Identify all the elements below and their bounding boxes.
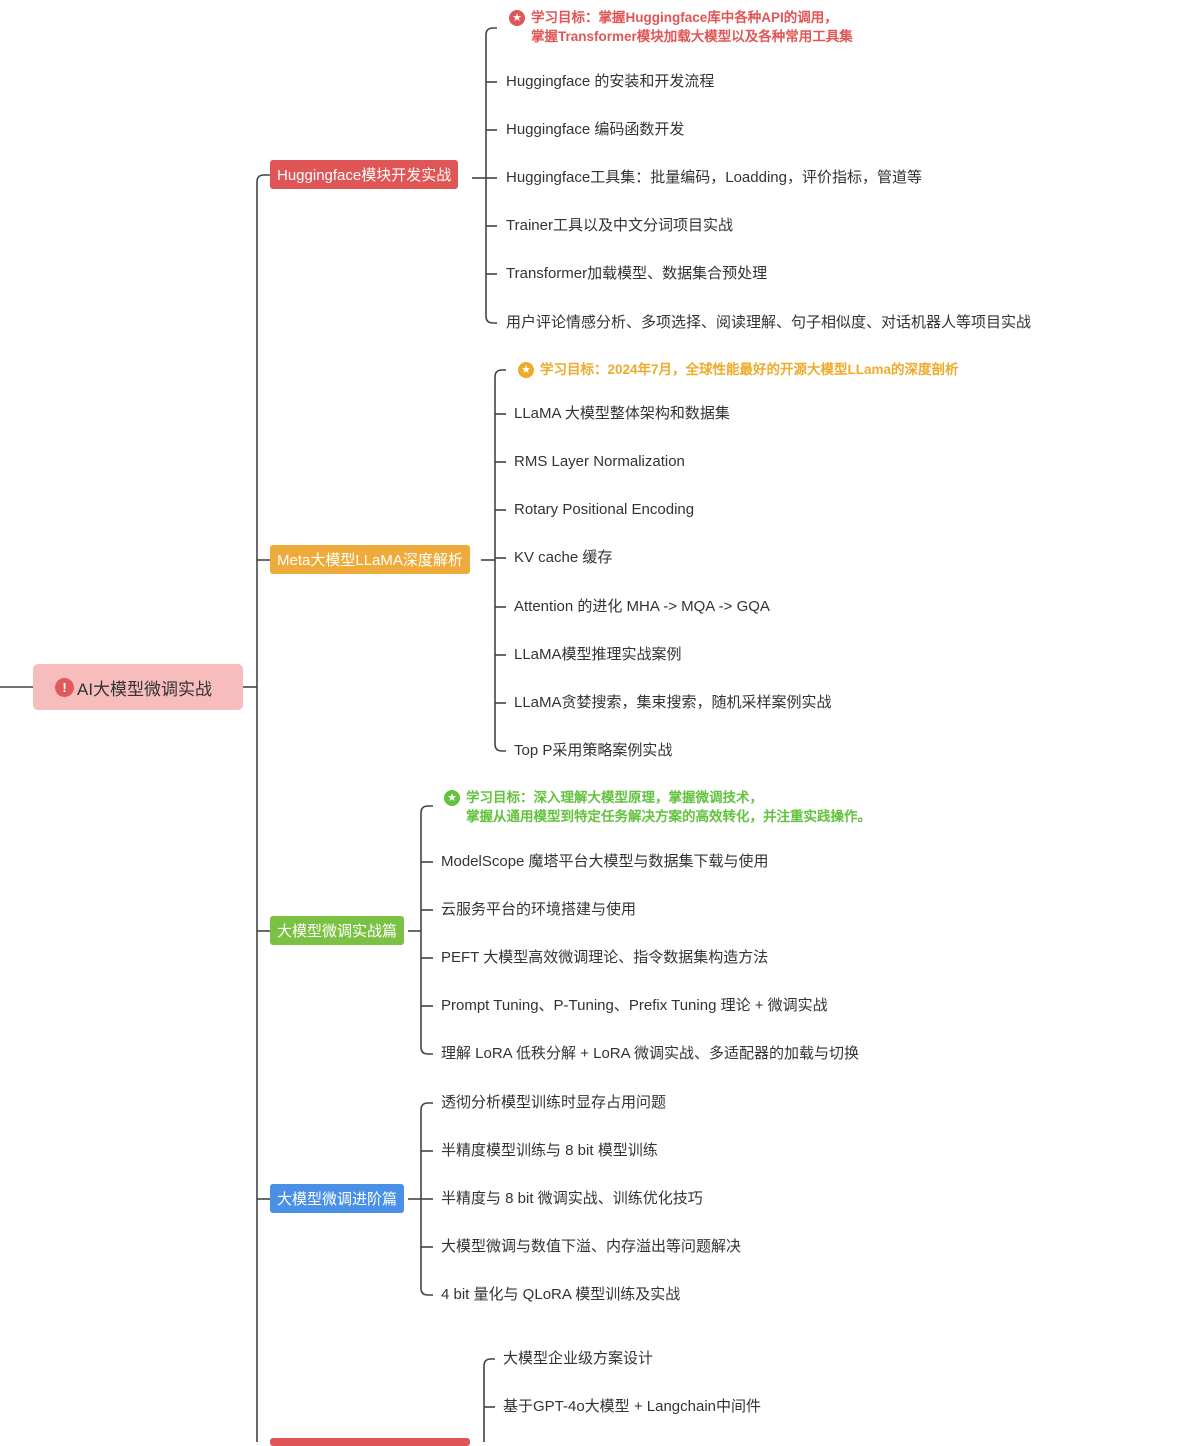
topic-item[interactable]: Rotary Positional Encoding bbox=[514, 501, 695, 518]
topic-item[interactable]: 理解 LoRA 低秩分解 + LoRA 微调实战、多适配器的加载与切换 bbox=[441, 1045, 859, 1062]
star-badge-icon: ★ bbox=[518, 362, 534, 378]
learning-goal-line: 掌握Transformer模块加载大模型以及各种常用工具集 bbox=[531, 29, 853, 44]
connector-line bbox=[420, 805, 433, 1055]
branch-node-label: 大模型微调实战篇 bbox=[277, 923, 398, 940]
topic-item[interactable]: Huggingface 的安装和开发流程 bbox=[506, 73, 715, 90]
topic-item[interactable]: 4 bit 量化与 QLoRA 模型训练及实战 bbox=[441, 1286, 681, 1303]
branch-node-huggingface[interactable]: Huggingface模块开发实战 bbox=[270, 160, 459, 189]
topic-item[interactable]: Huggingface工具集：批量编码，Loadding，评价指标，管道等 bbox=[506, 169, 922, 186]
topic-item[interactable]: Prompt Tuning、P-Tuning、Prefix Tuning 理论 … bbox=[441, 997, 828, 1014]
branch-node-label: 大模型微调进阶篇 bbox=[277, 1191, 398, 1208]
topic-item[interactable]: LLaMA模型推理实战案例 bbox=[514, 646, 682, 663]
star-badge-icon: ★ bbox=[444, 790, 460, 806]
warning-icon: ! bbox=[55, 677, 74, 697]
branch-node-label: Huggingface模块开发实战 bbox=[277, 167, 452, 184]
connector-line bbox=[494, 369, 506, 752]
topic-item[interactable]: 用户评论情感分析、多项选择、阅读理解、句子相似度、对话机器人等项目实战 bbox=[506, 314, 1032, 331]
learning-goal-line: 学习目标：掌握Huggingface库中各种API的调用， bbox=[531, 10, 838, 25]
learning-goal: ★ 学习目标：深入理解大模型原理，掌握微调技术， 掌握从通用模型到特定任务解决方… bbox=[444, 788, 871, 826]
topic-item[interactable]: LLaMA贪婪搜索，集束搜索，随机采样案例实战 bbox=[514, 694, 832, 711]
learning-goal-line: 掌握从通用模型到特定任务解决方案的高效转化，并注重实践操作。 bbox=[466, 809, 871, 824]
branch-node-llama[interactable]: Meta大模型LLaMA深度解析 bbox=[270, 545, 470, 574]
connector-line bbox=[485, 27, 497, 324]
connector-line bbox=[483, 1358, 495, 1442]
topic-item[interactable]: Attention 的进化 MHA -> MQA -> GQA bbox=[514, 598, 770, 615]
branch-node-enterprise[interactable] bbox=[270, 1438, 470, 1446]
topic-item[interactable]: LLaMA 大模型整体架构和数据集 bbox=[514, 405, 730, 422]
topic-item[interactable]: Huggingface 编码函数开发 bbox=[506, 121, 685, 138]
topic-item[interactable]: 大模型企业级方案设计 bbox=[503, 1350, 654, 1367]
topic-item[interactable]: PEFT 大模型高效微调理论、指令数据集构造方法 bbox=[441, 949, 769, 966]
topic-item[interactable]: 基于GPT-4o大模型 + Langchain中间件 bbox=[503, 1398, 762, 1415]
branch-node-label: Meta大模型LLaMA深度解析 bbox=[277, 552, 463, 569]
learning-goal: ★ 学习目标：掌握Huggingface库中各种API的调用， 掌握Transf… bbox=[509, 8, 853, 46]
topic-item[interactable]: 透彻分析模型训练时显存占用问题 bbox=[441, 1094, 667, 1111]
star-badge-icon: ★ bbox=[509, 10, 525, 26]
root-node-label: AI大模型微调实战 bbox=[77, 679, 213, 699]
topic-item[interactable]: 云服务平台的环境搭建与使用 bbox=[441, 901, 637, 918]
topic-item[interactable]: Trainer工具以及中文分词项目实战 bbox=[506, 217, 733, 234]
topic-item[interactable]: Transformer加载模型、数据集合预处理 bbox=[506, 265, 768, 282]
topic-item[interactable]: 大模型微调与数值下溢、内存溢出等问题解决 bbox=[441, 1238, 742, 1255]
root-node[interactable]: ! AI大模型微调实战 bbox=[33, 664, 243, 710]
topic-item[interactable]: RMS Layer Normalization bbox=[514, 453, 685, 470]
topic-item[interactable]: KV cache 缓存 bbox=[514, 549, 613, 566]
topic-item[interactable]: Top P采用策略案例实战 bbox=[514, 742, 673, 759]
topic-item[interactable]: 半精度模型训练与 8 bit 模型训练 bbox=[441, 1142, 658, 1159]
topic-item[interactable]: ModelScope 魔塔平台大模型与数据集下载与使用 bbox=[441, 853, 769, 870]
branch-node-finetune-practice[interactable]: 大模型微调实战篇 bbox=[270, 916, 405, 945]
learning-goal: ★ 学习目标：2024年7月，全球性能最好的开源大模型LLama的深度剖析 bbox=[518, 360, 959, 379]
branch-node-finetune-advanced[interactable]: 大模型微调进阶篇 bbox=[270, 1184, 405, 1213]
learning-goal-line: 学习目标：深入理解大模型原理，掌握微调技术， bbox=[466, 790, 763, 805]
topic-item[interactable]: 半精度与 8 bit 微调实战、训练优化技巧 bbox=[441, 1190, 703, 1207]
connector-line bbox=[256, 174, 270, 1442]
learning-goal-line: 学习目标：2024年7月，全球性能最好的开源大模型LLama的深度剖析 bbox=[540, 362, 959, 377]
